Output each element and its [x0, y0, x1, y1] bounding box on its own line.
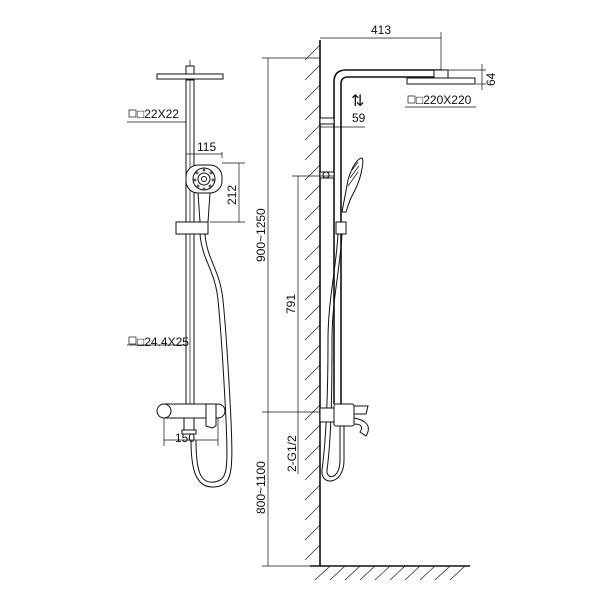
- dim-head-size: □220X220: [416, 93, 472, 107]
- front-hand-shower: [185, 164, 223, 223]
- front-mixer: [156, 403, 226, 435]
- side-riser-pipe: [333, 69, 442, 404]
- dim-handshower-width: 115: [197, 140, 216, 154]
- side-mixer: [319, 403, 369, 437]
- dim-inlet-spacing: 150: [175, 431, 195, 445]
- dim-top-width: 413: [371, 23, 391, 37]
- dim-pipe-section-lower: □24.4X25: [137, 335, 189, 349]
- dim-install-height: 800~1100: [254, 461, 268, 514]
- dim-head-thickness: 64: [484, 72, 498, 86]
- dim-square-marker: [128, 109, 137, 118]
- dim-arm-offset: 59: [352, 111, 366, 125]
- front-slider-holder: [175, 221, 209, 235]
- front-view: □22X22 115 212 □24.4X25 150: [127, 60, 245, 488]
- front-hose: [195, 233, 228, 483]
- adjust-arrow-icon: ⇅: [351, 93, 364, 110]
- dim-handshower-height: 212: [225, 185, 239, 205]
- dim-adjust-range: 900~1250: [254, 208, 268, 262]
- side-view: ⇅ 413 64 □220X2: [254, 23, 498, 581]
- dim-pipe-section-top: □22X22: [137, 107, 179, 121]
- dim-inlet-thread: 2-G1/2: [285, 435, 299, 472]
- side-rain-head: [406, 77, 476, 85]
- side-hand-shower: [341, 157, 364, 213]
- front-rain-head: [156, 73, 224, 80]
- dim-slide-height: 791: [284, 294, 298, 314]
- side-slider-holder: [335, 221, 347, 235]
